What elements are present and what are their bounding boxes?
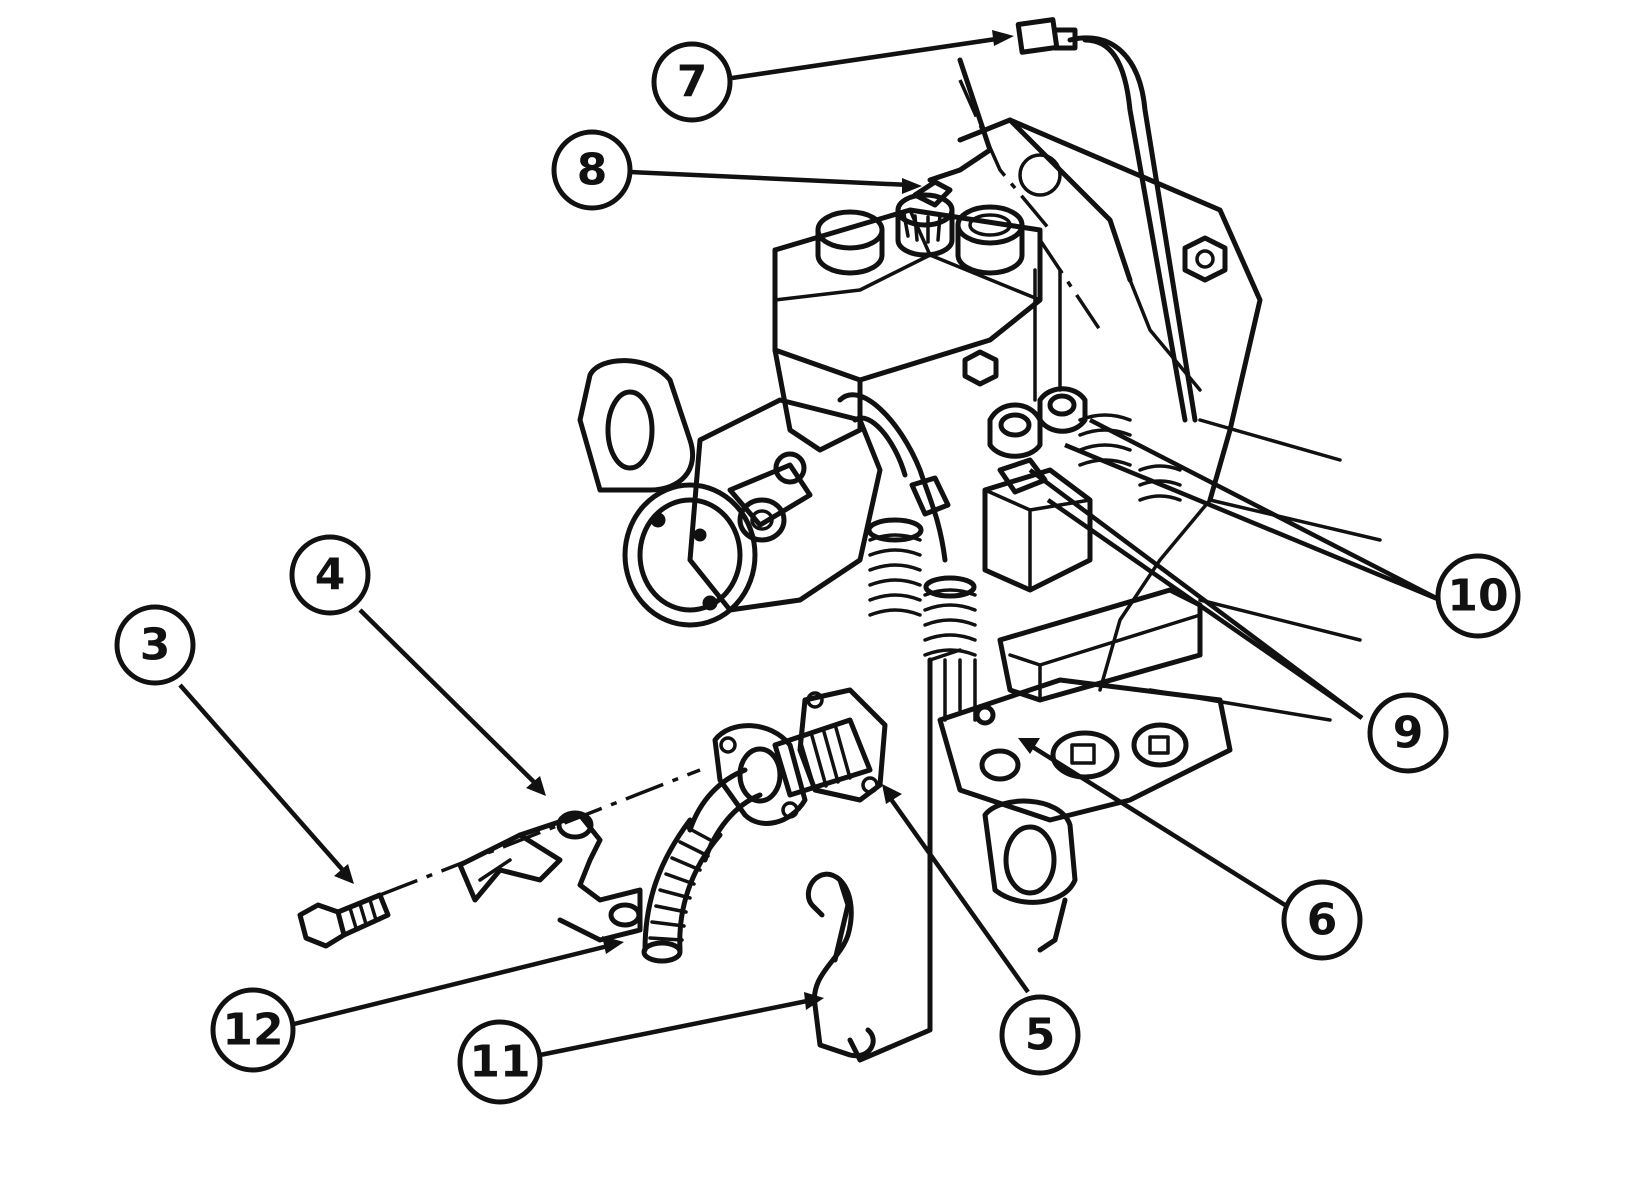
leader-lines	[178, 30, 1442, 1058]
clip-part	[805, 871, 876, 1059]
callout-9-label: 9	[1393, 708, 1424, 759]
callout-4-label: 4	[315, 550, 346, 601]
callout-8-label: 8	[577, 145, 608, 196]
callout-11: 11	[457, 1019, 543, 1105]
callout-6: 6	[1281, 879, 1363, 961]
callout-4: 4	[289, 534, 371, 616]
centerline-stud	[1038, 239, 1102, 331]
bolt-part	[297, 892, 391, 949]
callout-11-label: 11	[469, 1037, 530, 1088]
centerline-bolt	[379, 768, 701, 897]
callout-9: 9	[1367, 692, 1449, 774]
engine-block-artwork	[297, 17, 1382, 1063]
callout-3-label: 3	[140, 620, 171, 671]
callout-10-label: 10	[1447, 571, 1508, 622]
callout-7: 7	[651, 41, 733, 123]
callout-5: 5	[999, 994, 1081, 1076]
callout-3: 3	[114, 604, 196, 686]
callout-6-label: 6	[1307, 895, 1338, 946]
callout-5-label: 5	[1025, 1010, 1056, 1061]
callout-7-label: 7	[677, 57, 708, 108]
sensor-assembly	[641, 687, 888, 964]
callout-10: 10	[1435, 553, 1521, 639]
valve-springs	[866, 413, 1182, 657]
callout-8: 8	[551, 129, 633, 211]
callout-12: 12	[210, 987, 296, 1073]
centerline-top	[958, 79, 1052, 232]
callout-12-label: 12	[222, 1005, 283, 1056]
bracket-part	[457, 810, 643, 943]
